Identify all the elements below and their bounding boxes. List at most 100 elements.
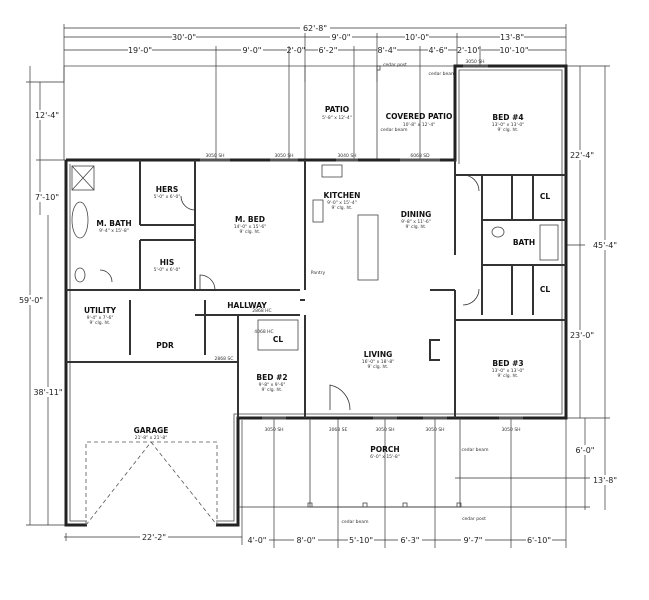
dim-label: 6'-10" <box>527 536 551 545</box>
room-hallway: HALLWAY <box>227 301 267 310</box>
svg-text:14'-0" x 15'-6": 14'-0" x 15'-6" <box>234 224 267 230</box>
dim-label: 13'-8" <box>500 33 524 42</box>
svg-text:9' clg. ht.: 9' clg. ht. <box>497 127 518 133</box>
toilet <box>74 267 86 283</box>
room-dining: DINING 9'-8" x 11'-6" 9' clg. ht. <box>401 210 432 230</box>
stove <box>312 199 324 223</box>
bottom-dimensions: 22'-2" 4'-0" 8'-0" 5'-10" 6'-3" 9'-7" 6'… <box>64 418 567 548</box>
svg-text:HERS: HERS <box>156 185 179 194</box>
cedar-beam-label: cedar beam <box>342 519 369 525</box>
shower <box>71 165 95 191</box>
room-bed-4: BED #4 13'-0" x 13'-0" 9' clg. ht. <box>492 113 525 133</box>
dim-label: 8'-0" <box>297 536 316 545</box>
room-covered-patio: COVERED PATIO 10'-8" x 12'-4" <box>386 112 453 128</box>
svg-text:LIVING: LIVING <box>364 350 393 359</box>
svg-text:16'-0" x 18'-8": 16'-0" x 18'-8" <box>362 359 395 365</box>
dim-label: 6'-3" <box>401 536 420 545</box>
svg-text:5'-0" x 6'-0": 5'-0" x 6'-0" <box>154 267 181 273</box>
window-label: 3050 SH <box>501 427 520 433</box>
svg-text:9'-0" x 15'-4": 9'-0" x 15'-4" <box>327 200 357 206</box>
bathtub <box>71 201 89 239</box>
window-label: 3050 SH <box>264 427 283 433</box>
left-dimensions: 12'-4" 7'-10" 59'-0" 38'-11" <box>18 66 66 526</box>
room-labels: PATIO 5'-8" x 12'-4" COVERED PATIO 10'-8… <box>84 105 550 460</box>
svg-text:BED #2: BED #2 <box>256 373 287 382</box>
svg-text:6'-0" x 15'-8": 6'-0" x 15'-8" <box>370 454 400 460</box>
dim-label: 22'-2" <box>142 533 166 542</box>
dim-label: 10'-0" <box>405 33 429 42</box>
svg-text:COVERED PATIO: COVERED PATIO <box>386 112 453 121</box>
window-label: 6068 SD <box>410 153 430 159</box>
cedar-beam-label: cedar beam <box>381 127 408 133</box>
front-door[interactable] <box>329 384 351 411</box>
toilet <box>491 226 505 238</box>
svg-text:9'-4" x 15'-8": 9'-4" x 15'-8" <box>99 228 129 234</box>
dim-label: 22'-4" <box>570 151 594 160</box>
room-bed-3: BED #3 13'-0" x 13'-0" 9' clg. ht. <box>492 359 525 379</box>
room-hers-closet: HERS 5'-0" x 6'-0" <box>154 185 181 200</box>
room-patio: PATIO 5'-8" x 12'-4" <box>322 105 352 121</box>
room-bed-2: BED #2 9'-8" x 9'-6" 9' clg. ht. <box>256 373 287 393</box>
svg-text:PORCH: PORCH <box>370 445 399 454</box>
door-label: 2868 SC <box>215 356 234 362</box>
svg-text:5'-8" x 12'-4": 5'-8" x 12'-4" <box>322 115 352 121</box>
dim-label: 38'-11" <box>33 388 62 397</box>
dim-label: 8'-4" <box>378 46 397 55</box>
svg-text:9'-4" x 7'-6": 9'-4" x 7'-6" <box>87 315 114 321</box>
dim-label: 2'-0" <box>287 46 306 55</box>
door[interactable] <box>462 288 480 306</box>
svg-text:5'-0" x 6'-0": 5'-0" x 6'-0" <box>154 194 181 200</box>
room-pantry: Pantry <box>311 270 326 276</box>
svg-text:PATIO: PATIO <box>325 105 349 114</box>
dim-label: 12'-4" <box>35 111 59 120</box>
window-label: 3050 SH <box>425 427 444 433</box>
room-living: LIVING 16'-0" x 18'-8" 9' clg. ht. <box>362 350 395 370</box>
interior-walls <box>66 160 566 418</box>
dim-label: 4'-6" <box>429 46 448 55</box>
window-label: 3068 SE <box>329 427 348 433</box>
svg-text:9' clg. ht.: 9' clg. ht. <box>261 387 282 393</box>
window-label: 3050 SH <box>375 427 394 433</box>
dim-label: 59'-0" <box>19 296 43 305</box>
svg-text:9'-8" x 9'-6": 9'-8" x 9'-6" <box>259 382 286 388</box>
kitchen-island <box>357 214 379 281</box>
svg-text:10'-8" x 12'-4": 10'-8" x 12'-4" <box>403 122 436 128</box>
room-closet: CL <box>540 285 551 294</box>
dim-label: 6'-0" <box>576 446 595 455</box>
dim-label: 45'-4" <box>593 241 617 250</box>
door[interactable] <box>462 174 480 192</box>
door[interactable] <box>99 269 113 283</box>
svg-text:13'-0" x 13'-0": 13'-0" x 13'-0" <box>492 122 525 128</box>
svg-text:21'-8" x 21'-8": 21'-8" x 21'-8" <box>135 435 168 441</box>
room-his-closet: HIS 5'-0" x 6'-0" <box>154 258 181 273</box>
top-dimensions: 62'-8" 30'-0" 9'-0" 10'-0" 13'-8" 19'-0"… <box>63 22 567 160</box>
dim-label: 6'-2" <box>319 46 338 55</box>
room-m-bath: M. BATH 9'-4" x 15'-8" <box>96 219 131 234</box>
exterior-walls <box>64 64 568 527</box>
dim-label: 9'-0" <box>243 46 262 55</box>
window-label: 3040 SH <box>337 153 356 159</box>
dim-overall-width: 62'-8" <box>303 24 327 33</box>
svg-text:9' clg. ht.: 9' clg. ht. <box>89 320 110 326</box>
doors: 4068 HC 2868 HC 2868 SC <box>99 174 480 411</box>
dim-label: 5'-10" <box>349 536 373 545</box>
window-label: 3050 SH <box>465 59 484 65</box>
svg-text:M. BED: M. BED <box>235 215 265 224</box>
dim-label: 13'-8" <box>593 476 617 485</box>
windows: 3050 SH 3050 SH 3040 SH 6068 SD 3050 SH … <box>200 59 523 433</box>
door[interactable] <box>199 274 216 291</box>
room-kitchen: KITCHEN 9'-0" x 15'-4" 9' clg. ht. <box>324 191 361 211</box>
dim-label: 30'-0" <box>172 33 196 42</box>
dim-label: 23'-0" <box>570 331 594 340</box>
cedar-beam-label: cedar beam <box>429 71 456 77</box>
door[interactable] <box>180 195 196 211</box>
room-closet: CL <box>540 192 551 201</box>
door-label: 4068 HC <box>254 329 273 335</box>
svg-text:BED #3: BED #3 <box>492 359 523 368</box>
svg-text:HIS: HIS <box>160 258 174 267</box>
room-garage: GARAGE 21'-8" x 21'-8" <box>134 426 169 441</box>
dim-label: 9'-0" <box>332 33 351 42</box>
dim-label: 10'-10" <box>499 46 528 55</box>
patio-area: cedar post cedar beam cedar beam <box>63 62 457 160</box>
